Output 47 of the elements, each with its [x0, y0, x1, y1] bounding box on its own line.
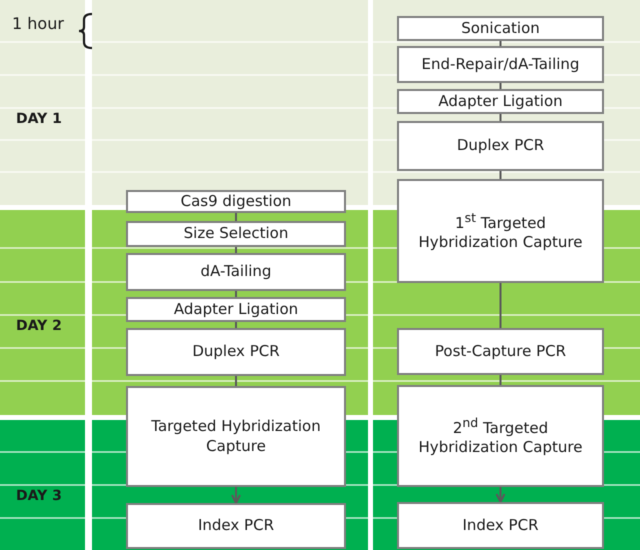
process-box — [397, 89, 604, 114]
step-label: Index PCR — [196, 516, 275, 536]
step-label: Duplex PCR — [456, 136, 546, 156]
process-box — [397, 16, 604, 41]
step-label: 2$^{nd}$ Targeted Hybridization Capture — [418, 414, 584, 458]
arrow — [231, 487, 241, 504]
step-label: dA-Tailing — [200, 262, 272, 282]
connector-line — [235, 376, 237, 386]
process-box — [397, 328, 604, 375]
process-box — [397, 121, 604, 171]
step-label: Adapter Ligation — [172, 300, 300, 320]
process-box — [397, 46, 604, 83]
connector-line — [500, 41, 502, 46]
process-box — [126, 386, 346, 487]
connector-line — [235, 322, 237, 328]
arrow — [496, 487, 506, 503]
duration-label: 1 hour — [12, 14, 64, 33]
process-box — [397, 502, 604, 549]
step-label: 1$^{st}$ Targeted Hybridization Capture — [418, 210, 584, 252]
step-label: Size Selection — [182, 224, 290, 244]
connector-line — [235, 247, 237, 253]
connector-line — [235, 291, 237, 297]
process-box — [126, 221, 346, 247]
step-label: Post-Capture PCR — [434, 342, 568, 362]
step-label: Duplex PCR — [191, 342, 281, 362]
step-label: End-Repair/dA-Tailing — [420, 54, 580, 74]
day-label: DAY 1 — [16, 111, 62, 127]
step-label: Adapter Ligation — [437, 92, 564, 112]
connector-line — [235, 213, 237, 221]
connector-line — [500, 375, 502, 385]
connector-line — [500, 283, 502, 328]
step-label: Index PCR — [461, 516, 540, 536]
connector-line — [500, 83, 502, 89]
process-box — [126, 328, 346, 376]
step-label: Targeted Hybridization Capture — [150, 417, 322, 456]
process-box — [126, 503, 346, 549]
connector-line — [500, 171, 502, 179]
process-box — [126, 190, 346, 213]
process-box — [126, 297, 346, 322]
step-label: Cas9 digestion — [180, 192, 292, 212]
process-box — [126, 253, 346, 291]
day-label: DAY 3 — [16, 488, 62, 504]
step-label: Sonication — [460, 18, 541, 38]
day-label: DAY 2 — [16, 318, 62, 334]
connector-line — [500, 114, 502, 121]
process-box — [397, 179, 604, 283]
process-box — [397, 385, 604, 487]
